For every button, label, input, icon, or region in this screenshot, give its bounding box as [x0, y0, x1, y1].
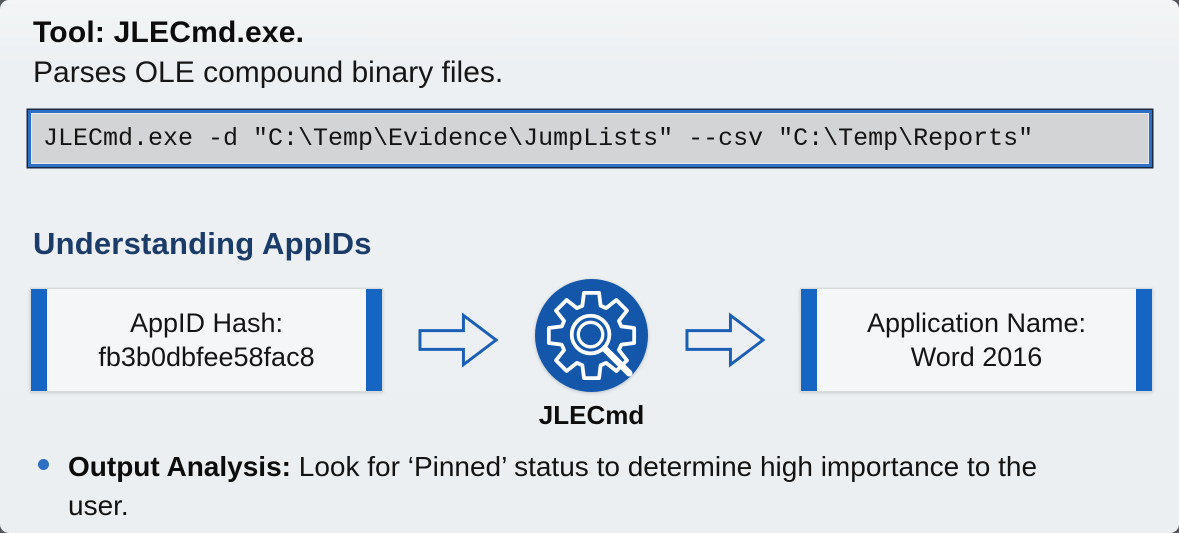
application-name-value: Word 2016 — [910, 342, 1043, 372]
application-name-label: Application Name: — [866, 308, 1087, 338]
bullet-dot — [38, 459, 49, 470]
command-box: JLECmd.exe -d "C:\Temp\Evidence\JumpList… — [28, 110, 1152, 167]
right-arrow-icon — [685, 312, 766, 368]
appid-hash-box: AppID Hash: fb3b0dbfee58fac8 — [30, 288, 383, 392]
accent-bar — [366, 289, 382, 391]
bullet-text: Output Analysis: Look for ‘Pinned’ statu… — [68, 447, 1037, 525]
page-title: Tool: JLECmd.exe. — [33, 16, 305, 49]
bullet-line2: user. — [68, 490, 129, 521]
gear-magnifier-icon — [546, 290, 637, 381]
appid-hash-label: AppID Hash: — [129, 308, 284, 338]
right-arrow-icon — [418, 312, 499, 368]
appid-hash-value: fb3b0dbfee58fac8 — [98, 342, 315, 372]
tool-label: JLECmd — [538, 400, 645, 430]
application-name-box: Application Name: Word 2016 — [800, 288, 1153, 392]
accent-bar — [31, 289, 47, 391]
page-subtitle: Parses OLE compound binary files. — [33, 56, 504, 89]
command-text: JLECmd.exe -d "C:\Temp\Evidence\JumpList… — [43, 124, 1034, 153]
accent-bar — [1136, 289, 1152, 391]
bullet-label: Output Analysis: — [68, 451, 291, 482]
header: Tool: JLECmd.exe. Parses OLE compound bi… — [33, 13, 503, 93]
accent-bar — [801, 289, 817, 391]
bullet-item: Output Analysis: Look for ‘Pinned’ statu… — [38, 447, 1158, 525]
section-heading: Understanding AppIDs — [33, 226, 372, 261]
bullet-line1: Look for ‘Pinned’ status to determine hi… — [298, 451, 1038, 482]
tool-circle — [535, 279, 648, 392]
